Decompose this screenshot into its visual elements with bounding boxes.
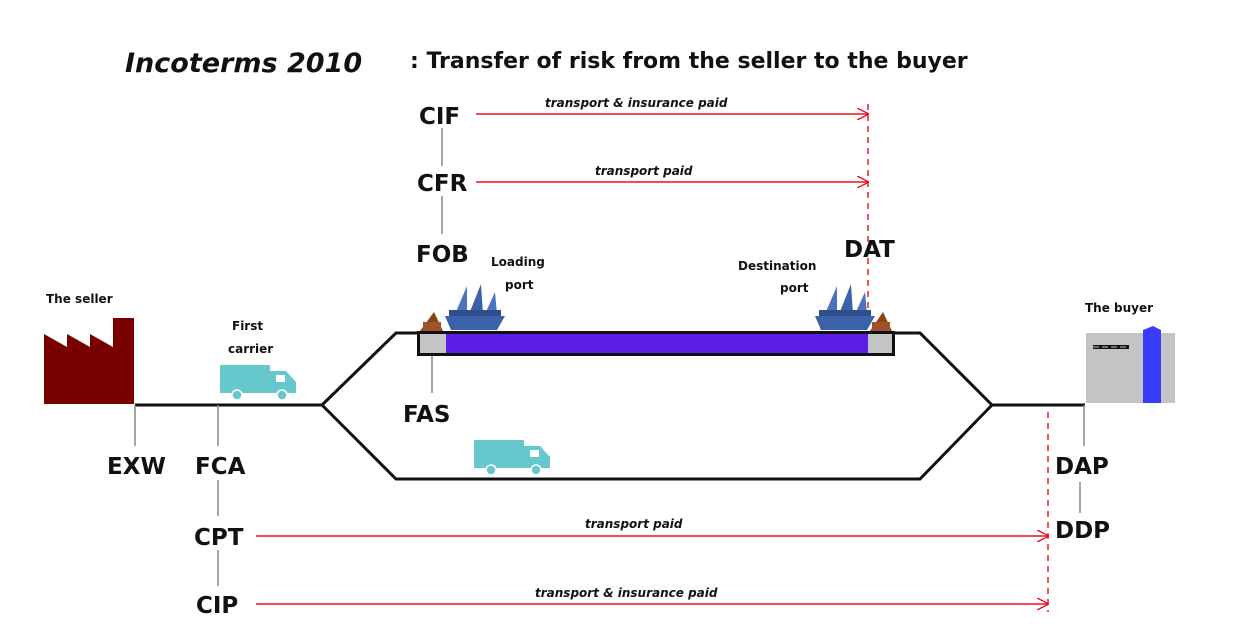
buyer-label: The buyer	[1085, 301, 1153, 315]
buyer-building-icon	[1086, 326, 1175, 403]
sea-water	[446, 334, 868, 353]
term-exw: EXW	[107, 454, 166, 480]
term-cpt: CPT	[194, 525, 244, 551]
factory-icon	[44, 318, 134, 404]
term-cfr: CFR	[417, 171, 468, 197]
term-ddp: DDP	[1055, 518, 1110, 544]
cpt-note: transport paid	[585, 517, 683, 531]
loading-dock	[420, 334, 446, 353]
first-carrier-label-1: First	[232, 319, 263, 333]
destination-dock	[868, 334, 892, 353]
term-fca: FCA	[195, 454, 246, 480]
term-fas: FAS	[403, 402, 450, 428]
destination-port-label-1: Destination	[738, 259, 816, 273]
loading-port-label-2: port	[505, 278, 534, 292]
truck-icon	[220, 365, 296, 401]
first-carrier-label-2: carrier	[228, 342, 273, 356]
term-dap: DAP	[1055, 454, 1109, 480]
term-cif: CIF	[419, 104, 460, 130]
cip-note: transport & insurance paid	[535, 586, 718, 600]
ship-icon	[815, 284, 875, 330]
ship-icon	[445, 284, 505, 330]
term-connectors	[134, 128, 1085, 586]
crate-icon	[420, 312, 443, 331]
seller-label: The seller	[46, 292, 113, 306]
sea-segment	[417, 331, 895, 356]
truck-icon	[474, 440, 550, 476]
cfr-note: transport paid	[595, 164, 693, 178]
term-fob: FOB	[416, 242, 469, 268]
term-cip: CIP	[196, 593, 238, 619]
destination-port-label-2: port	[780, 281, 809, 295]
term-dat: DAT	[844, 237, 895, 263]
crate-icon	[870, 312, 892, 331]
loading-port-label-1: Loading	[491, 255, 545, 269]
cif-note: transport & insurance paid	[545, 96, 728, 110]
title-italic: Incoterms 2010	[125, 48, 362, 79]
title-text: : Transfer of risk from the seller to th…	[410, 49, 968, 74]
